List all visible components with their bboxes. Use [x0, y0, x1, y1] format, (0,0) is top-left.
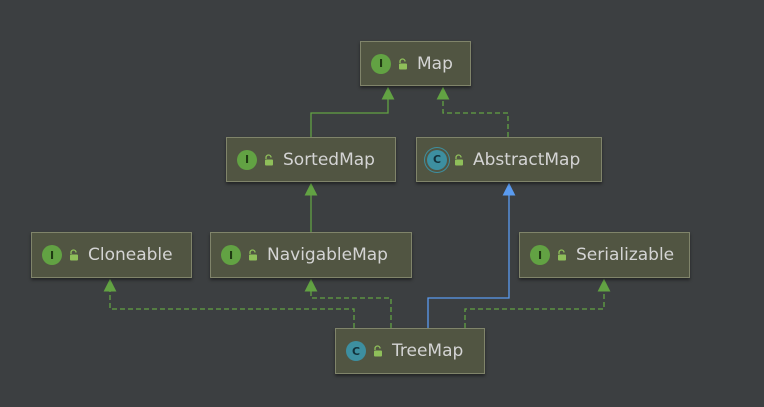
class-icon: C: [346, 341, 366, 361]
unlocked-icon: [70, 249, 78, 261]
edge-treemap-serializable: [464, 278, 611, 328]
node-label: AbstractMap: [473, 149, 581, 170]
node-abstractmap[interactable]: C AbstractMap: [416, 137, 602, 182]
node-cloneable[interactable]: I Cloneable: [31, 232, 192, 278]
interface-icon: I: [42, 245, 62, 265]
unlocked-icon: [558, 249, 566, 261]
node-label: Map: [417, 53, 453, 74]
unlocked-icon: [265, 153, 273, 165]
node-map[interactable]: I Map: [360, 41, 471, 86]
interface-icon: I: [221, 245, 241, 265]
node-label: NavigableMap: [267, 245, 388, 265]
edge-treemap-abstractmap: [427, 182, 516, 328]
abstract-class-icon: C: [427, 149, 447, 170]
node-label: TreeMap: [392, 341, 464, 361]
node-label: Serializable: [576, 245, 675, 265]
interface-icon: I: [371, 53, 391, 74]
interface-icon: I: [530, 245, 550, 265]
node-navigablemap[interactable]: I NavigableMap: [210, 232, 412, 278]
edge-sortedmap-map: [310, 86, 395, 137]
edge-treemap-navigablemap: [304, 278, 392, 328]
node-label: SortedMap: [283, 149, 375, 170]
edge-abstractmap-map: [436, 86, 509, 137]
interface-icon: I: [237, 149, 257, 170]
edge-treemap-cloneable: [103, 278, 355, 328]
node-label: Cloneable: [88, 245, 173, 265]
unlocked-icon: [374, 345, 382, 357]
node-sortedmap[interactable]: I SortedMap: [226, 137, 396, 182]
node-serializable[interactable]: I Serializable: [519, 232, 690, 278]
unlocked-icon: [455, 153, 463, 165]
unlocked-icon: [399, 57, 407, 69]
unlocked-icon: [249, 249, 257, 261]
node-treemap[interactable]: C TreeMap: [335, 328, 485, 374]
